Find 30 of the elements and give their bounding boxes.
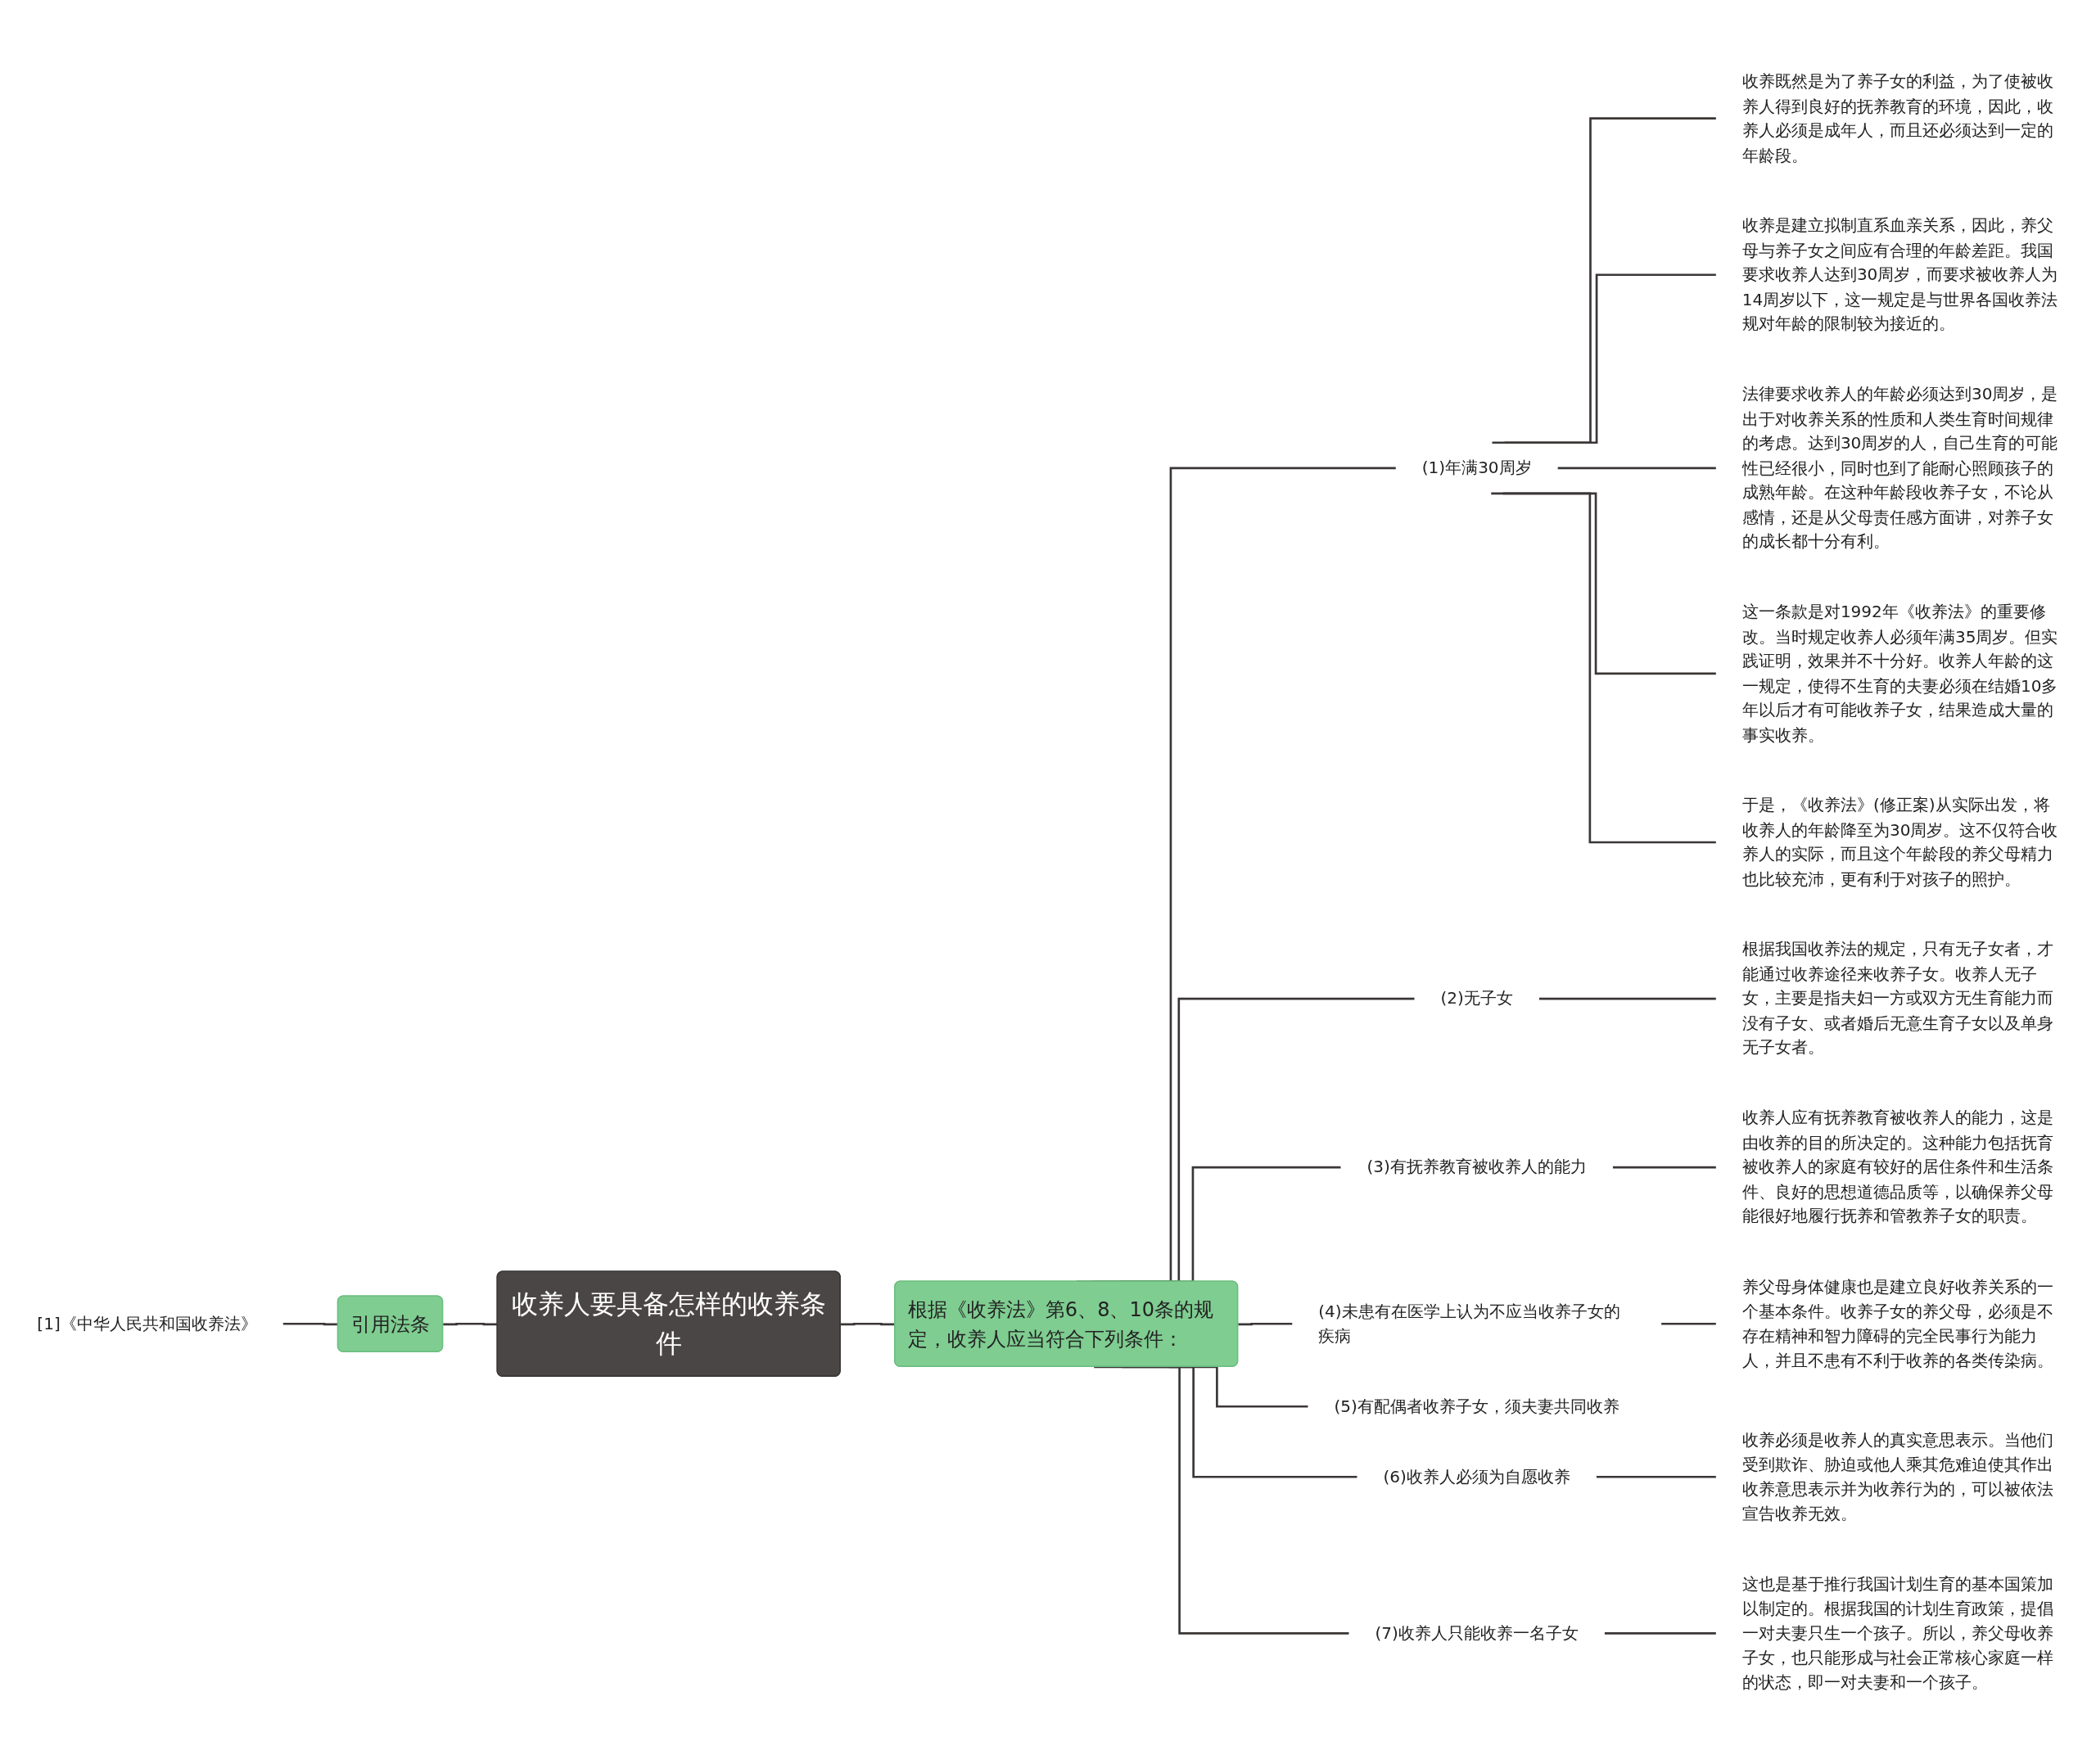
- node-text: (4)未患有在医学上认为不应当收养子女的疾病: [1318, 1301, 1620, 1346]
- connector: [1604, 1632, 1716, 1635]
- node-text: 于是，《收养法》(修正案)从实际出发，将收养人的年龄降至为30周岁。这不仅符合收养人的实际，而且这个年龄段的养父母精力也比较充沛，更有利于对孩子的照护。: [1741, 795, 2058, 889]
- node-text: (6)收养人必须为自愿收养: [1383, 1466, 1570, 1487]
- node-text: 这一条款是对1992年《收养法》的重要修改。当时规定收养人必须年满35周岁。但实践证明，效果并不十分好。收养人年龄的这一规定，使得不生育的夫妻必须在结婚10多年以后才有可能收养子女，结果造成大量的事实收养。: [1741, 602, 2058, 745]
- connector: [443, 1322, 498, 1326]
- node-text: (2)无子女: [1440, 988, 1513, 1008]
- connector: [1596, 1475, 1716, 1478]
- connector: [1612, 1166, 1716, 1169]
- node-text: 收养既然是为了养子女的利益，为了使被收养人得到良好的抚养教育的环境，因此，收养人必须是成年人，而且还必须达到一定的年龄段。: [1741, 71, 2053, 165]
- node-text: (1)年满30周岁: [1421, 458, 1532, 478]
- connector: [1538, 997, 1716, 1000]
- connector: [1504, 273, 1716, 444]
- node-text: (3)有抚养教育被收养人的能力: [1366, 1157, 1587, 1177]
- node-text: [1]《中华人民共和国收养法》: [37, 1313, 257, 1333]
- node-text: 这也是基于推行我国计划生育的基本国策加以制定的。根据我国的计划生育政策，提倡一对夫妻只生一个孩子。所以，养父母收养子女，也只能形成与社会正常核心家庭一样的状态，即一对夫妻和一个孩子。: [1741, 1574, 2053, 1693]
- connector: [1094, 1365, 1349, 1635]
- connector: [1492, 117, 1716, 444]
- node-text: 法律要求收养人的年龄必须达到30周岁，是出于对收养关系的性质和人类生育时间规律的考虑。达到30周岁的人，自己生育的可能性已经很小，同时也到了能耐心照顾孩子的成熟年龄。在这种年龄段收养子女，不论从感情，还是从父母责任感方面讲，对养子女的成长都十分有利。: [1741, 384, 2058, 552]
- node-text: 养父母身体健康也是建立良好收养关系的一个基本条件。收养子女的养父母，必须是不存在精神和智力障碍的完全民事行为能力人，并且不患有不利于收养的各类传染病。: [1741, 1276, 2053, 1370]
- node-text: 收养必须是收养人的真实意思表示。当他们受到欺诈、胁迫或他人乘其危难迫使其作出收养意思表示并为收养行为的，可以被依法宣告收养无效。: [1741, 1429, 2053, 1523]
- node-text: 收养人应有抚养教育被收养人的能力，这是由收养的目的所决定的。这种能力包括抚育被收养人的家庭有较好的居住条件和生活条件、良好的思想道德品质等，以确保养父母能很好地履行抚养和管教养子女的职责。: [1741, 1108, 2053, 1226]
- connector: [1557, 467, 1716, 470]
- node-text: 根据我国收养法的规定，只有无子女者，才能通过收养途径来收养子女。收养人无子女，主要是指夫妇一方或双方无生育能力而没有子女、或者婚后无意生育子女以及单身无子女者。: [1741, 939, 2053, 1058]
- connector: [1661, 1322, 1716, 1325]
- node-text: (7)收养人只能收养一名子女: [1375, 1623, 1579, 1644]
- connector: [1491, 492, 1716, 844]
- node-text: 收养是建立拟制直系血亲关系，因此，养父母与养子女之间应有合理的年龄差距。我国要求收养人达到30周岁，而要求被收养人为14周岁以下，这一规定是与世界各国收养法规对年龄的限制较为接近的。: [1741, 215, 2058, 334]
- connector: [1238, 1322, 1293, 1326]
- node-text: (5)有配偶者收养子女，须夫妻共同收养: [1334, 1396, 1619, 1416]
